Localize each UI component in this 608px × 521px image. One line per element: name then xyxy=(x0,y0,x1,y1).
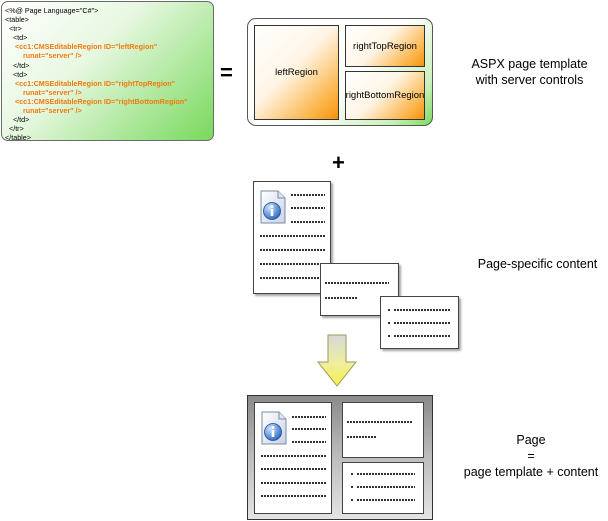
code-line: <cc1:CMSEditableRegion ID="rightBottomRe… xyxy=(5,96,188,106)
result-page-diagram xyxy=(247,395,433,520)
equals-sign: = xyxy=(220,60,233,85)
code-line: <table> xyxy=(5,15,29,25)
code-line: runat="server" /> xyxy=(5,106,82,116)
page-caption-line-2: = xyxy=(527,449,535,463)
code-line: </table> xyxy=(5,133,31,143)
template-caption: ASPX page template with server controls xyxy=(452,56,607,88)
info-document-icon xyxy=(261,411,287,445)
code-line: <td> xyxy=(5,33,28,43)
plus-sign: + xyxy=(332,150,345,175)
code-line: <td> xyxy=(5,69,28,79)
right-top-region-label: rightTopRegion xyxy=(353,40,417,52)
page-right-top-document xyxy=(342,402,424,458)
left-region-label: leftRegion xyxy=(275,67,318,78)
code-line: </td> xyxy=(5,115,30,125)
right-bottom-region-box: rightBottomRegion xyxy=(345,71,425,120)
page-caption-line-1: Page xyxy=(516,433,546,447)
content-caption: Page-specific content xyxy=(477,257,598,271)
page-caption-line-3: page template + content xyxy=(463,465,599,479)
template-diagram: leftRegion rightTopRegion rightBottomReg… xyxy=(247,18,433,126)
left-region-box: leftRegion xyxy=(254,25,339,120)
info-document-icon xyxy=(260,190,286,224)
template-caption-line-1: ASPX page template xyxy=(471,57,588,71)
down-arrow-icon xyxy=(316,334,358,387)
page-caption: Page = page template + content xyxy=(456,432,606,480)
page-left-document xyxy=(254,402,332,514)
right-bottom-region-label: rightBottomRegion xyxy=(345,90,425,101)
code-line: <%@ Page Language="C#"> xyxy=(5,6,99,15)
code-line: </td> xyxy=(5,60,30,70)
code-line: <tr> xyxy=(5,24,22,34)
code-line: runat="server" /> xyxy=(5,87,82,97)
right-top-region-box: rightTopRegion xyxy=(345,25,425,67)
content-document-bottom-right xyxy=(380,296,459,349)
code-line: runat="server" /> xyxy=(5,51,82,61)
code-line: </tr> xyxy=(5,124,24,134)
code-line: <cc1:CMSEditableRegion ID="leftRegion" xyxy=(5,42,158,52)
aspx-code-box: <%@ Page Language="C#"><table> <tr> <td>… xyxy=(1,1,214,143)
content-document-main xyxy=(253,181,331,294)
code-line: <cc1:CMSEditableRegion ID="rightTopRegio… xyxy=(5,78,176,88)
template-caption-line-2: with server controls xyxy=(475,73,584,87)
page-right-bottom-document xyxy=(342,462,424,514)
